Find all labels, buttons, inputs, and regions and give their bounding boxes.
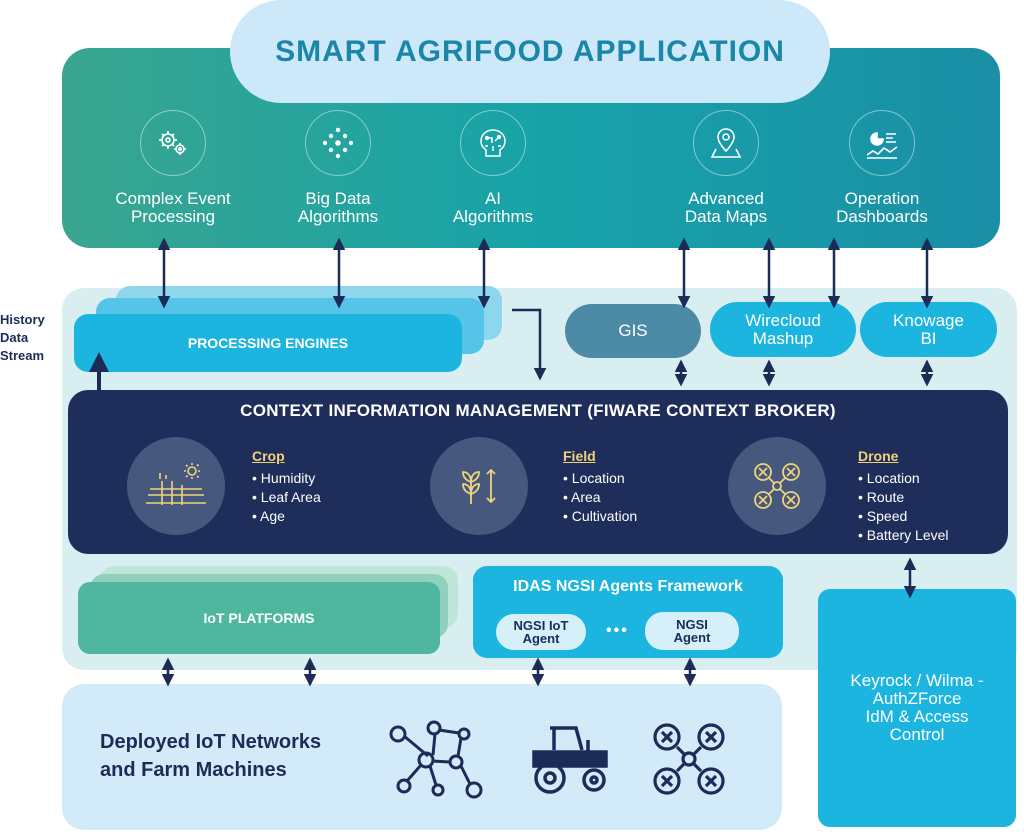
page-title: SMART AGRIFOOD APPLICATION [230,0,830,103]
gis-box: GIS [565,304,701,358]
app-advanced-data-maps: Advanced Data Maps [651,110,801,226]
plant-growth-icon [430,437,528,535]
map-pin-icon [693,110,759,176]
app-big-data-algorithms: Big Data Algorithms [263,110,413,226]
dashboard-icon [849,110,915,176]
more-agents-ellipsis: ••• [606,622,629,639]
network-nodes-icon [305,110,371,176]
idas-title: IDAS NGSI Agents Framework [513,578,743,595]
app-operation-dashboards: Operation Dashboards [807,110,957,226]
gears-icon [140,110,206,176]
entity-field: Field • Location • Area • Cultivation [563,448,638,524]
drone-icon [728,437,826,535]
keyrock-wilma-box: Keyrock / Wilma -AuthZForce IdM & Access… [818,589,1016,827]
tractor-icon [532,726,608,794]
drone-machine-icon [653,723,725,795]
app-ai-algorithms: AI Algorithms [418,110,568,226]
entity-drone: Drone • Location • Route • Speed • Batte… [858,448,949,543]
crop-field-icon [127,437,225,535]
entity-crop: Crop • Humidity • Leaf Area • Age [252,448,321,524]
brain-circuit-icon [460,110,526,176]
context-broker [68,390,1008,554]
context-broker-title: CONTEXT INFORMATION MANAGEMENT (FIWARE C… [240,401,836,420]
deployed-layer [62,684,782,830]
iot-network-icon [389,720,483,799]
app-complex-event-processing: Complex Event Processing [98,110,248,226]
iot-platforms: IoT PLATFORMS [78,582,440,654]
processing-engines: PROCESSING ENGINES [74,314,462,372]
